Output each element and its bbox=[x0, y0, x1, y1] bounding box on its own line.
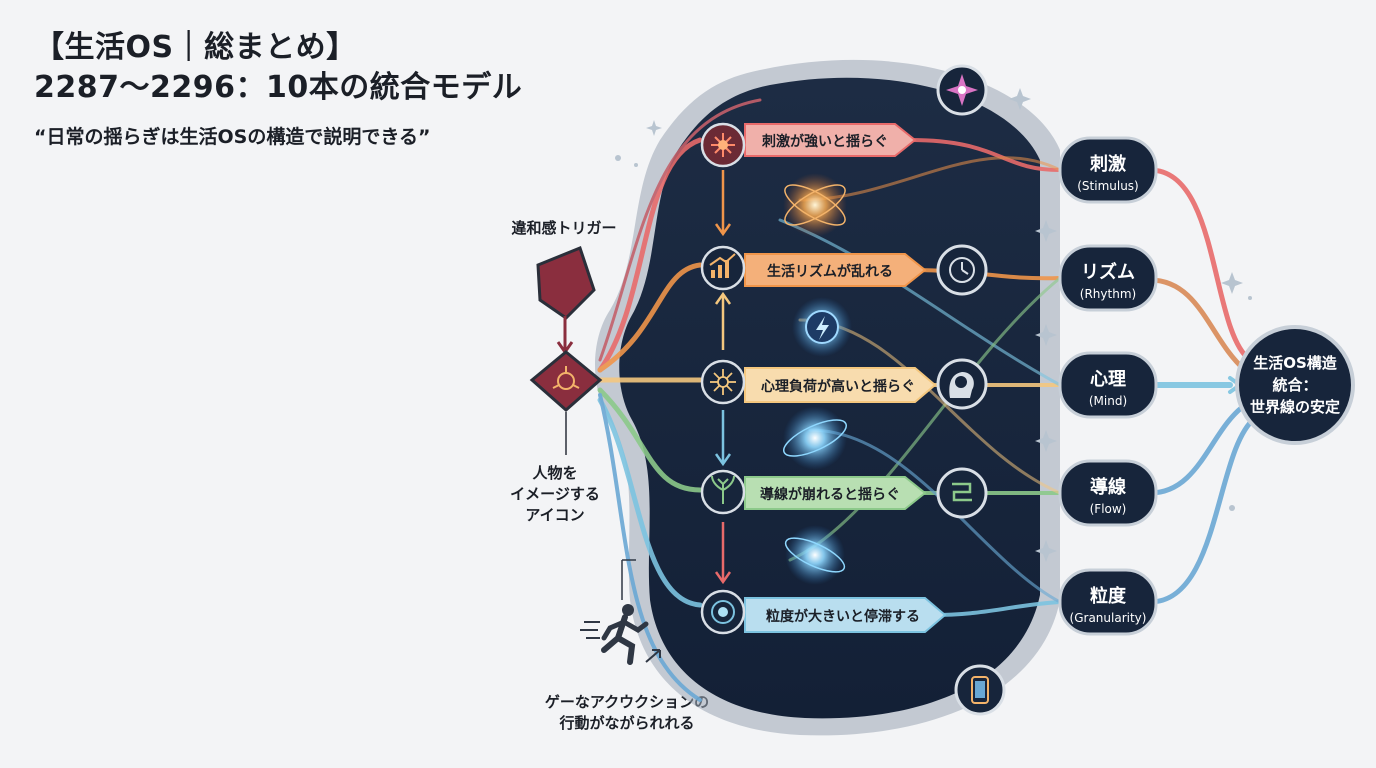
energy-orbs bbox=[783, 173, 852, 585]
person-label-line: イメージする bbox=[510, 485, 600, 503]
stage-banner-granularity bbox=[744, 597, 947, 633]
page-title-sub: 2287〜2296：10本の統合モデル bbox=[34, 70, 523, 105]
stage-banners: 刺激が強いと揺らぐ 生活リズムが乱れる 心理負荷が高いと揺らぐ 導線が崩れると揺… bbox=[744, 123, 947, 633]
stage-text-stimulus: 刺激が強いと揺らぐ bbox=[762, 133, 888, 150]
page-title: 【生活OS｜総まとめ】 bbox=[34, 30, 357, 65]
network-icon bbox=[710, 369, 736, 395]
person-icon-label: 人物を イメージする アイコン bbox=[490, 463, 620, 526]
target-icon bbox=[711, 600, 735, 624]
stage-banner-stimulus bbox=[744, 123, 917, 157]
chart-icon bbox=[709, 253, 736, 278]
trigger-core bbox=[529, 350, 603, 413]
output-node-rhythm bbox=[1058, 244, 1158, 312]
output-node-stimulus bbox=[1058, 136, 1158, 204]
action-label: ゲーなアクウクションの 行動がながられれる bbox=[512, 692, 742, 734]
stage-banner-flow bbox=[744, 476, 927, 510]
output-jp-flow: 導線 bbox=[1090, 476, 1126, 498]
final-node-line: 生活OS構造 bbox=[1253, 354, 1337, 372]
star-compass-icon bbox=[946, 74, 978, 106]
stage-text-granularity: 粒度が大きいと停滞する bbox=[766, 608, 920, 625]
sparkles bbox=[615, 88, 1252, 562]
output-jp-rhythm: リズム bbox=[1081, 261, 1135, 283]
output-jp-granularity: 粒度 bbox=[1090, 585, 1127, 607]
output-en-granularity: (Granularity) bbox=[1070, 611, 1147, 625]
output-en-stimulus: (Stimulus) bbox=[1077, 179, 1139, 193]
route-icon bbox=[952, 482, 972, 502]
title-block: 【生活OS｜総まとめ】 2287〜2296：10本の統合モデル “日常の揺らぎは… bbox=[34, 28, 522, 149]
output-node-mind bbox=[1058, 351, 1158, 419]
output-nodes: 刺激 (Stimulus) リズム (Rhythm) 心理 (Mind) 導線 … bbox=[1058, 136, 1158, 636]
sprout-icon bbox=[711, 475, 735, 504]
output-en-flow: (Flow) bbox=[1090, 502, 1127, 516]
clock-icon bbox=[949, 257, 975, 283]
stage-text-flow: 導線が崩れると揺らぐ bbox=[760, 486, 900, 503]
mid-icons bbox=[936, 64, 1006, 716]
final-node-line: 統合： bbox=[1272, 376, 1317, 394]
stage-icons bbox=[700, 122, 746, 635]
page-subtitle: “日常の揺らぎは生活OSの構造で説明できる” bbox=[34, 126, 431, 148]
stage-text-rhythm: 生活リズムが乱れる bbox=[767, 263, 893, 280]
stage-text-mind: 心理負荷が高いと揺らぐ bbox=[761, 378, 915, 395]
final-node: 生活OS構造 統合： 世界線の安定 bbox=[1235, 325, 1355, 445]
output-node-flow bbox=[1058, 459, 1158, 527]
output-jp-stimulus: 刺激 bbox=[1090, 153, 1126, 175]
action-label-line: 行動がながられれる bbox=[559, 714, 695, 732]
output-en-rhythm: (Rhythm) bbox=[1080, 287, 1136, 301]
trigger-label: 違和感トリガー bbox=[511, 219, 617, 237]
head-brain-icon bbox=[949, 372, 974, 398]
trigger-group bbox=[529, 246, 603, 455]
burst-icon bbox=[711, 133, 735, 157]
stage-banner-mind bbox=[744, 367, 937, 403]
smartphone-icon bbox=[971, 676, 989, 704]
trigger-shape bbox=[536, 246, 596, 320]
stage-connectors bbox=[714, 170, 732, 585]
final-node-line: 世界線の安定 bbox=[1250, 398, 1340, 416]
output-node-granularity bbox=[1058, 568, 1158, 636]
flow-curves bbox=[597, 98, 1258, 702]
output-en-mind: (Mind) bbox=[1089, 394, 1127, 408]
person-label-line: 人物を bbox=[532, 464, 578, 482]
action-label-line: ゲーなアクウクションの bbox=[544, 693, 710, 711]
running-person-icon bbox=[580, 559, 661, 665]
person-label-line: アイコン bbox=[525, 506, 585, 524]
output-jp-mind: 心理 bbox=[1090, 369, 1126, 390]
stage-banner-rhythm bbox=[744, 253, 927, 287]
